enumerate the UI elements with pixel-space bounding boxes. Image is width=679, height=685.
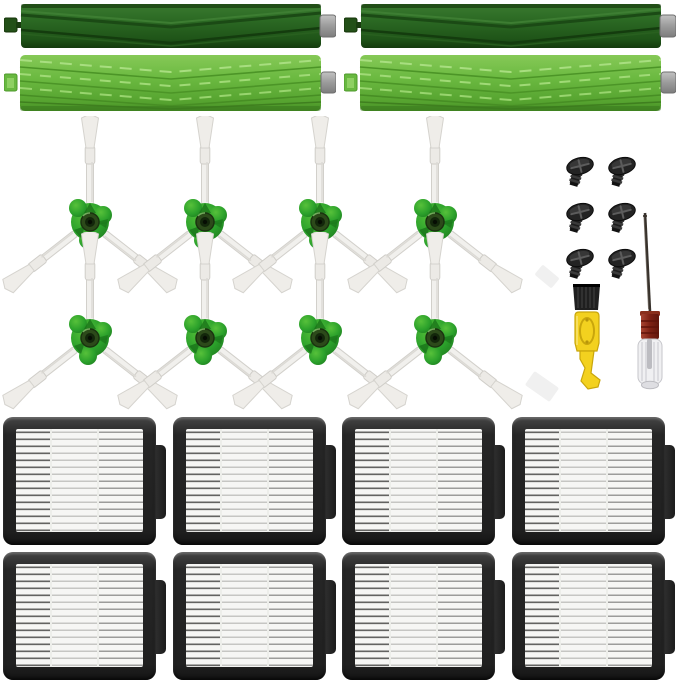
screw xyxy=(566,248,594,279)
hepa-filter xyxy=(173,552,336,680)
bladed-roller-brush xyxy=(344,4,676,48)
hepa-filter xyxy=(512,417,675,545)
filter-pleats xyxy=(355,564,482,667)
side-brush xyxy=(0,232,182,412)
filter-pleat-column xyxy=(389,564,437,667)
filter-pleat-column xyxy=(389,429,437,532)
roller-end-cap xyxy=(659,14,676,38)
side-brush xyxy=(228,116,412,296)
screw-head xyxy=(608,202,636,222)
filter-pleat-column xyxy=(186,564,221,667)
screw xyxy=(608,156,636,187)
roller-peg-shaft xyxy=(356,22,362,28)
filter-pleats xyxy=(525,564,652,667)
flexible-roller-brush xyxy=(4,55,336,111)
hub-highlight xyxy=(82,328,91,333)
hub-highlight xyxy=(312,212,321,217)
roller-peg-inner xyxy=(347,78,354,88)
screw-head xyxy=(566,202,594,222)
filter-pleat-column xyxy=(50,564,98,667)
bladed-roller-brush xyxy=(4,4,336,48)
filter-pleats xyxy=(186,564,313,667)
filter-pleat-column xyxy=(16,564,51,667)
filter-pleat-column xyxy=(220,429,268,532)
filter-pleats xyxy=(16,564,143,667)
driver-handle-cap xyxy=(641,380,659,390)
tool-hook-foot xyxy=(579,350,601,390)
side-brush-hub xyxy=(69,315,112,365)
side-brush xyxy=(343,116,527,296)
filter-pleat-column xyxy=(606,429,652,532)
filter-pleat-column xyxy=(559,564,607,667)
filter-pleat-column xyxy=(220,564,268,667)
hub-highlight xyxy=(427,212,436,217)
roller-end-cap xyxy=(660,71,676,94)
side-brush xyxy=(343,232,527,412)
screw-head xyxy=(566,248,594,268)
filter-pleat-column xyxy=(97,564,143,667)
filter-pleat-column xyxy=(606,564,652,667)
side-brush-hub xyxy=(414,199,457,249)
screw-head xyxy=(608,156,636,176)
side-brush xyxy=(113,232,297,412)
roller-peg-shaft xyxy=(16,22,22,28)
hardware-group xyxy=(566,156,663,390)
side-brush-hub xyxy=(69,199,112,249)
filter-pleat-column xyxy=(16,429,51,532)
filter-pleat-column xyxy=(355,564,390,667)
screwdriver xyxy=(637,212,663,390)
roller-brushes-group xyxy=(0,0,679,120)
filter-pleat-column xyxy=(436,429,482,532)
driver-shaft xyxy=(643,212,652,313)
filter-pleat-column xyxy=(267,429,313,532)
screw-head xyxy=(566,156,594,176)
hepa-filter xyxy=(173,417,336,545)
hub-highlight xyxy=(427,328,436,333)
screw xyxy=(566,202,594,233)
filter-pleats xyxy=(355,429,482,532)
hepa-filter xyxy=(3,417,166,545)
side-brush xyxy=(228,232,412,412)
screw-head xyxy=(608,248,636,268)
filter-pleat-column xyxy=(50,429,98,532)
hepa-filter xyxy=(342,417,505,545)
roller-end-cap xyxy=(319,14,336,38)
hub-highlight xyxy=(312,328,321,333)
filter-pleat-column xyxy=(525,429,560,532)
filter-pleats xyxy=(525,429,652,532)
cleaning-tool xyxy=(573,284,601,390)
hepa-filter xyxy=(512,552,675,680)
hepa-filter xyxy=(342,552,505,680)
hub-highlight xyxy=(197,328,206,333)
filter-pleat-column xyxy=(525,564,560,667)
hub-highlight xyxy=(82,212,91,217)
side-brush xyxy=(0,116,182,296)
side-brush-hub xyxy=(184,315,227,365)
filter-pleats xyxy=(186,429,313,532)
filter-pleats xyxy=(16,429,143,532)
roller-body xyxy=(20,55,321,111)
filter-pleat-column xyxy=(355,429,390,532)
side-brushes-group xyxy=(0,116,527,412)
roller-body xyxy=(360,55,661,111)
hepa-filter xyxy=(3,552,166,680)
flexible-roller-brush xyxy=(344,55,676,111)
roller-peg-inner xyxy=(7,78,14,88)
hub-highlight xyxy=(197,212,206,217)
filter-pleat-column xyxy=(559,429,607,532)
filter-pleat-column xyxy=(267,564,313,667)
filter-pleat-column xyxy=(436,564,482,667)
filter-pleat-column xyxy=(186,429,221,532)
screw xyxy=(566,156,594,187)
screw xyxy=(608,248,636,279)
filter-pleat-column xyxy=(97,429,143,532)
side-brush-hub xyxy=(299,199,342,249)
side-brush-hub xyxy=(299,315,342,365)
screw xyxy=(608,202,636,233)
roller-end-cap xyxy=(320,71,336,94)
side-brush-hub xyxy=(414,315,457,365)
